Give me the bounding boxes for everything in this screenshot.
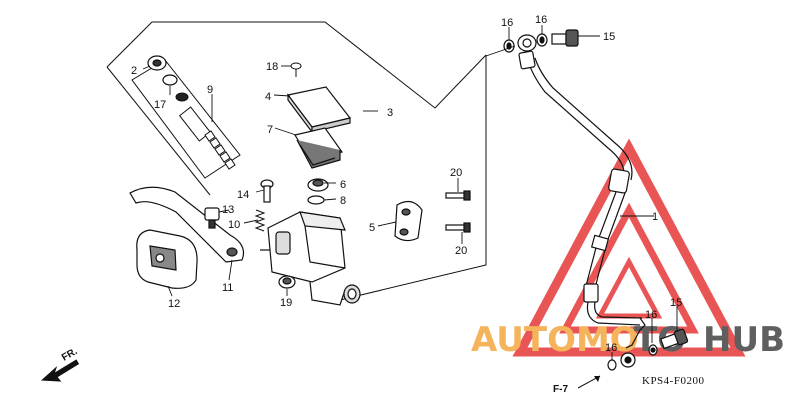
part-15-bolt-top — [551, 29, 579, 47]
section-arrow-icon — [594, 376, 600, 382]
callout-13: 13 — [222, 204, 234, 216]
callout-19: 19 — [280, 297, 292, 309]
assembly-boundary — [106, 21, 487, 301]
part-15-bolt-bottom — [660, 328, 689, 350]
callout-1: 1 — [652, 211, 658, 223]
drawing-code: KPS4-F0200 — [642, 375, 704, 387]
banjo-fitting-top — [517, 34, 537, 52]
callout-5: 5 — [369, 222, 375, 234]
callout-7: 7 — [267, 124, 273, 136]
part-callouts: 2 17 9 18 4 3 7 6 8 5 14 13 10 11 12 19 … — [131, 14, 682, 354]
callout-16-top-left: 16 — [501, 17, 513, 29]
part-7-diaphragm — [294, 127, 343, 169]
watermark-text-part3: HUB — [703, 320, 785, 360]
callout-14: 14 — [237, 189, 249, 201]
callout-15-bottom: 15 — [670, 297, 682, 309]
callout-16-bottom-right: 16 — [645, 309, 657, 321]
part-11-brake-lever — [129, 186, 245, 263]
section-reference: F-7 — [553, 375, 601, 395]
callout-4: 4 — [265, 91, 271, 103]
callout-2: 2 — [131, 65, 137, 77]
callout-8: 8 — [340, 195, 346, 207]
section-ref-label: F-7 — [553, 384, 568, 395]
callout-15-top: 15 — [603, 31, 615, 43]
part-16-washer-bottom-left — [607, 359, 617, 371]
part-20-bolt-upper — [445, 190, 471, 201]
banjo-fitting-bottom — [620, 352, 636, 368]
part-6-plate — [307, 178, 329, 192]
part-18-screw — [290, 62, 302, 77]
part-16-washer-top-left — [503, 39, 515, 53]
part-16-washer-bottom-right — [648, 344, 658, 356]
part-20-bolt-lower — [445, 222, 471, 233]
part-2-boot — [147, 55, 167, 71]
master-cylinder-body — [260, 211, 361, 306]
front-direction-arrow: FR. — [41, 346, 80, 382]
part-13-pivot-bolt — [204, 207, 220, 229]
part-17-circlip — [162, 74, 178, 86]
callout-10: 10 — [228, 219, 240, 231]
callout-9: 9 — [207, 84, 213, 96]
arrow-icon — [41, 359, 80, 382]
callout-16-top-right: 16 — [535, 14, 547, 26]
callout-6: 6 — [340, 179, 346, 191]
part-9-piston-assembly — [175, 92, 236, 170]
leader-lines — [142, 25, 678, 360]
callout-20-upper: 20 — [450, 167, 462, 179]
callout-18: 18 — [266, 61, 278, 73]
part-10-spring — [254, 209, 266, 232]
part-1-brake-hose — [518, 50, 646, 349]
part-19-nut — [278, 275, 296, 289]
part-16-washer-top-right — [536, 33, 548, 47]
part-5-holder — [394, 200, 423, 242]
part-4-reservoir-cap — [286, 86, 352, 134]
part-12-switch-housing — [136, 229, 198, 289]
part-8-oring — [307, 195, 325, 205]
part-14-screw — [260, 179, 274, 203]
callout-16-bottom-left: 16 — [605, 342, 617, 354]
callout-12: 12 — [168, 298, 180, 310]
watermark-triangle-logo — [512, 138, 746, 357]
callout-17: 17 — [154, 99, 166, 111]
watermark-text-part1: AUTOMO — [471, 320, 639, 360]
callout-20-lower: 20 — [455, 245, 467, 257]
watermark: AUTOMO TO HUB — [471, 138, 785, 360]
callout-11: 11 — [222, 282, 233, 294]
callout-3: 3 — [387, 107, 393, 119]
